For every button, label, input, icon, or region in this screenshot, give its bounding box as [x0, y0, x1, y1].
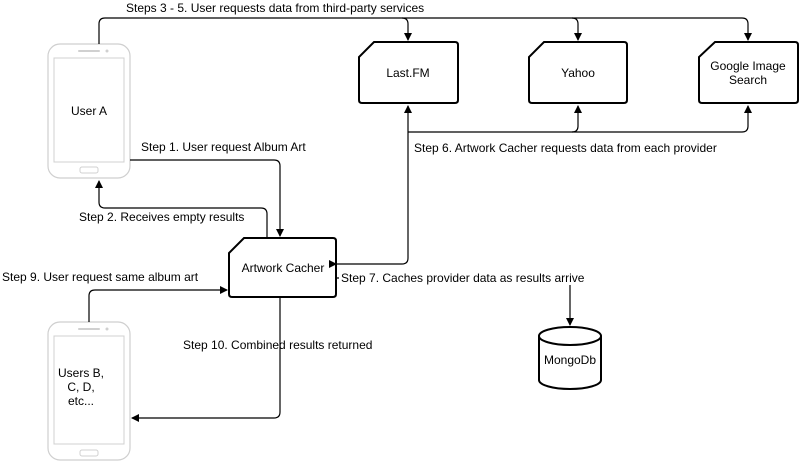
user-a-phone: User A	[47, 43, 131, 179]
mongodb-label: MongoDb	[544, 353, 596, 367]
connector-step-7	[336, 277, 574, 326]
connector-steps-3-5-yahoo	[402, 17, 582, 41]
connector-step-1	[130, 159, 284, 237]
connector-step-2	[95, 180, 268, 238]
connector-steps-3-5-google	[572, 17, 752, 41]
connector-step-6-lastfm	[329, 105, 412, 268]
connector-step-6-yahoo	[408, 105, 582, 133]
label-step-1: Step 1. User request Album Art	[141, 140, 306, 154]
connector-step-10	[131, 297, 281, 422]
artwork-cacher-node: Artwork Cacher	[228, 237, 337, 298]
users-bcd-label-line-3: etc...	[68, 394, 94, 408]
yahoo-label: Yahoo	[561, 66, 595, 80]
connector-step-9	[88, 286, 228, 322]
lastfm-label: Last.FM	[386, 66, 429, 80]
artwork-cacher-label: Artwork Cacher	[242, 261, 325, 275]
label-step-10: Step 10. Combined results returned	[183, 338, 372, 352]
label-step-9: Step 9. User request same album art	[2, 270, 199, 284]
label-step-6: Step 6. Artwork Cacher requests data fro…	[414, 141, 717, 155]
user-a-label: User A	[71, 104, 107, 118]
users-bcd-label-line-2: C, D,	[67, 380, 94, 394]
mongodb-node: MongoDb	[538, 326, 602, 390]
connector-steps-3-5	[98, 17, 412, 44]
label-step-7-backdrop	[339, 270, 589, 285]
connector-step-6-google	[572, 105, 752, 133]
label-step-2: Step 2. Receives empty results	[79, 210, 244, 224]
yahoo-node: Yahoo	[528, 41, 628, 104]
label-steps-3-5: Steps 3 - 5. User requests data from thi…	[126, 1, 424, 15]
users-bcd-phone: Users B, C, D, etc...	[47, 321, 131, 461]
label-step-7: Step 7. Caches provider data as results …	[341, 271, 585, 285]
google-label-line-1: Google Image	[710, 59, 786, 73]
users-bcd-label-line-1: Users B,	[58, 366, 104, 380]
google-node: Google Image Search	[698, 41, 799, 104]
lastfm-node: Last.FM	[358, 41, 459, 104]
google-label-line-2: Search	[729, 73, 767, 87]
